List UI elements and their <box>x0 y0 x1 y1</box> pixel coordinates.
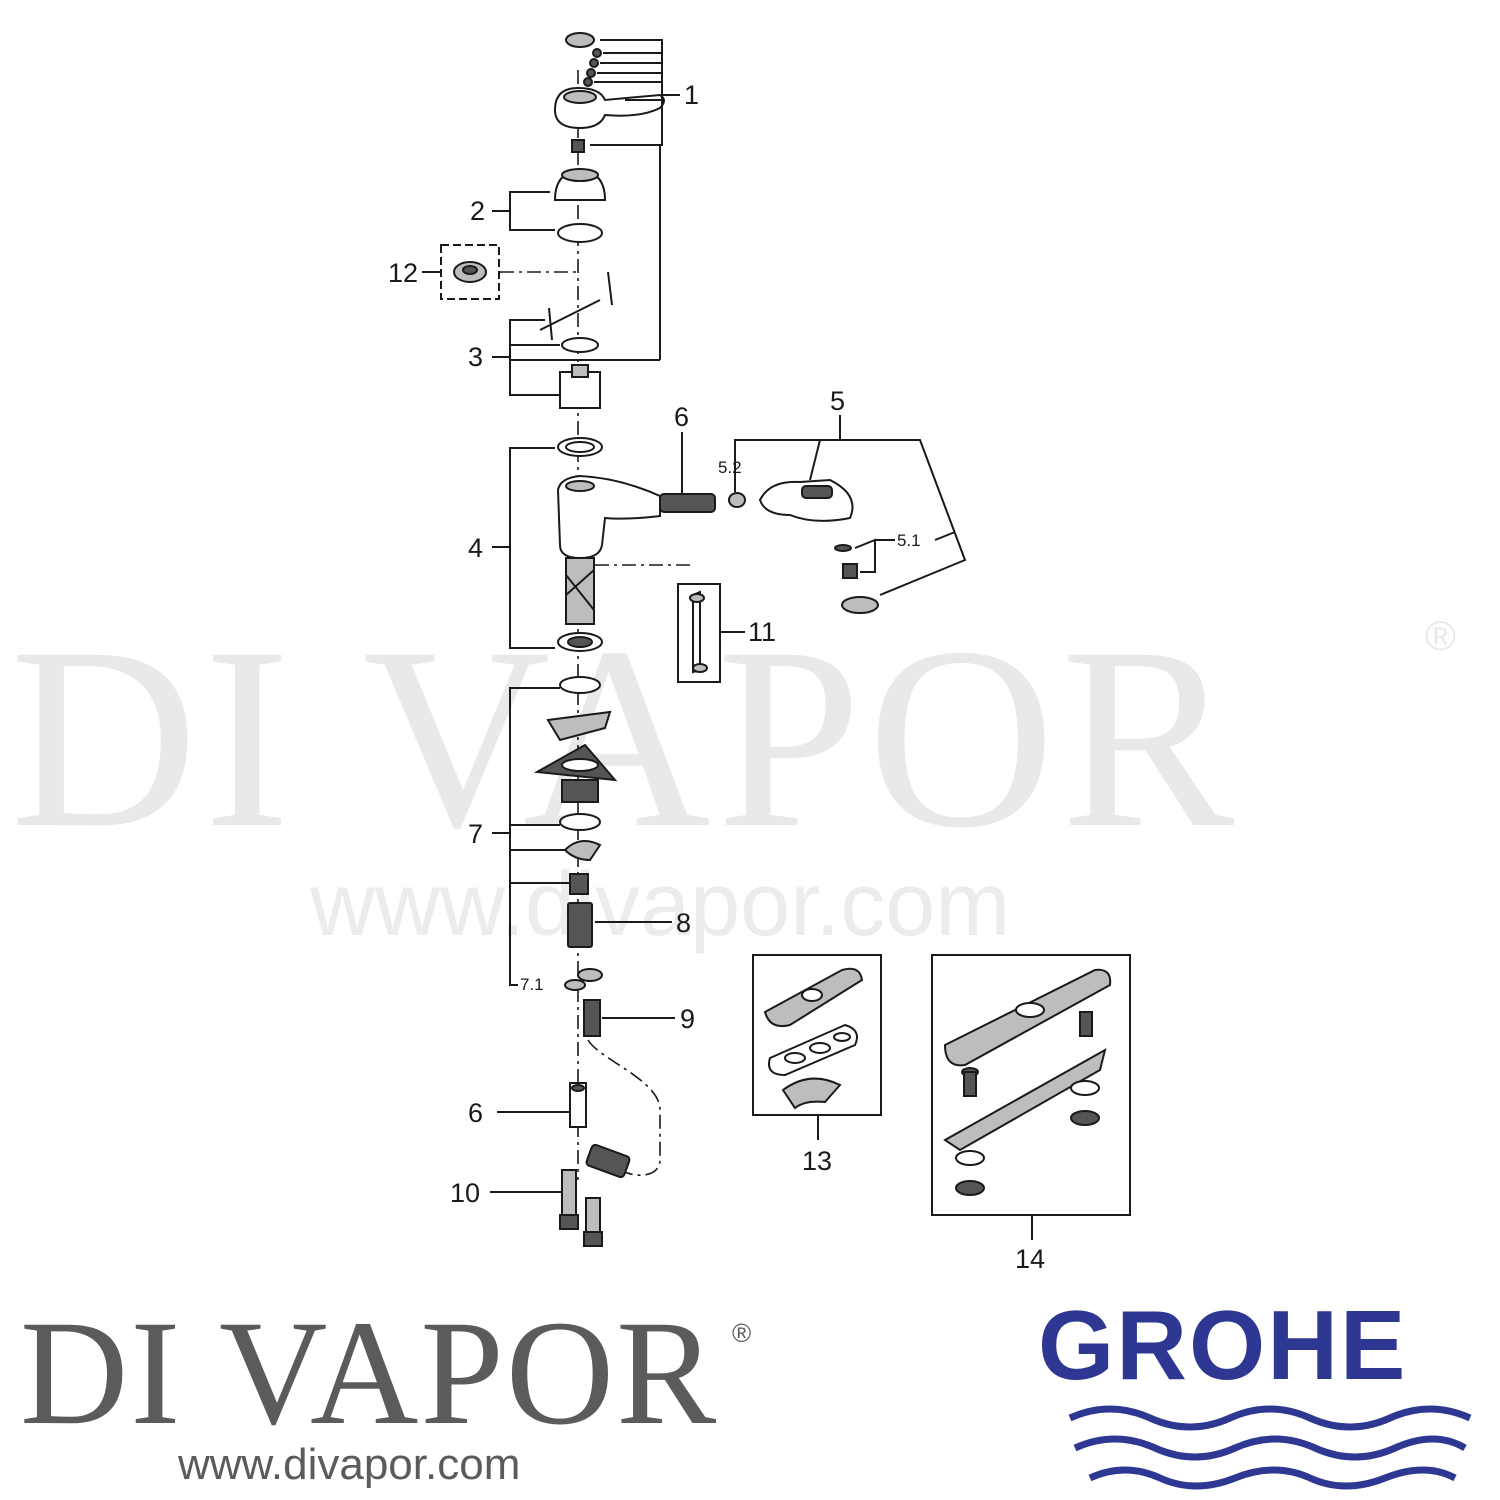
label-8: 8 <box>676 908 691 938</box>
label-11: 11 <box>748 617 776 647</box>
label-1: 1 <box>684 80 699 110</box>
label-5: 5 <box>830 386 845 416</box>
label-14: 14 <box>1015 1244 1045 1274</box>
part-6-hose-bottom: 6 <box>468 1082 631 1179</box>
label-6-top: 6 <box>674 402 689 432</box>
label-5-2: 5.2 <box>718 458 742 477</box>
label-6-bottom: 6 <box>468 1098 483 1128</box>
label-5-1: 5.1 <box>897 531 921 550</box>
part-10-supply-hoses: 10 <box>450 1169 603 1247</box>
footer-registered: ® <box>732 1318 752 1348</box>
part-2-cap: 2 <box>470 168 607 243</box>
part-4-body: 4 <box>468 437 661 652</box>
part-13-escutcheon: 13 <box>752 954 882 1176</box>
label-3: 3 <box>468 342 483 372</box>
part-14-deck-plate: 14 <box>931 954 1131 1274</box>
footer-brand: DI VAPOR <box>20 1290 719 1456</box>
watermark-url: www.divapor.com <box>309 855 1010 955</box>
part-1-handle-assembly: 1 <box>553 32 699 153</box>
part-8-nut: 8 <box>567 902 691 948</box>
part-6-hose-top: 6 <box>659 402 716 513</box>
label-13: 13 <box>802 1146 832 1176</box>
label-7-1: 7.1 <box>520 975 544 994</box>
label-9: 9 <box>680 1004 695 1034</box>
part-11-clip: 11 <box>677 583 776 683</box>
watermark-brand: DI VAPOR <box>10 594 1240 882</box>
watermark-registered: ® <box>1425 612 1456 659</box>
label-12: 12 <box>388 258 418 288</box>
label-7: 7 <box>468 819 483 849</box>
grohe-logo-text: GROHE <box>1038 1290 1408 1400</box>
part-7-1-washer: 7.1 <box>520 968 603 994</box>
label-10: 10 <box>450 1178 480 1208</box>
label-2: 2 <box>470 196 485 226</box>
center-axis <box>500 70 690 1180</box>
part-5-spray-head: 5 5.2 5.1 <box>718 386 967 614</box>
part-12-limiter: 12 <box>388 244 500 300</box>
label-4: 4 <box>468 533 483 563</box>
part-3-cartridge: 3 <box>468 145 661 409</box>
footer-url: www.divapor.com <box>178 1440 521 1489</box>
part-9-spring: 9 <box>583 999 695 1037</box>
part-7-mounting-set: 7 <box>468 676 618 986</box>
grohe-waves <box>1068 1405 1472 1490</box>
watermark: DI VAPOR ® www.divapor.com <box>10 594 1456 955</box>
